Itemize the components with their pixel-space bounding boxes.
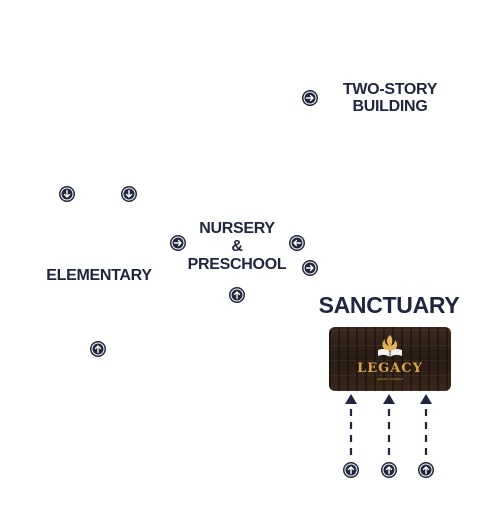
- arrow-right-icon: [302, 90, 318, 106]
- arrow-up-icon: [343, 462, 359, 478]
- arrowhead-up-icon: [383, 394, 395, 404]
- arrow-up-icon: [90, 341, 106, 357]
- path-arrowheads: [345, 394, 432, 404]
- arrow-right-icon: [302, 260, 318, 276]
- arrow-up-icon: [418, 462, 434, 478]
- arrow-down-icon: [121, 186, 137, 202]
- arrow-down-icon: [59, 186, 75, 202]
- book-flame-logo-icon: [378, 335, 402, 357]
- nursery-label-line1: NURSERY: [199, 220, 275, 237]
- arrowhead-up-icon: [420, 394, 432, 404]
- arrow-left-icon: [289, 235, 305, 251]
- nursery-preschool-label: NURSERY & PRESCHOOL: [181, 220, 293, 274]
- legacy-wordmark: LEGACY: [357, 361, 423, 376]
- nursery-label-line3: PRESCHOOL: [187, 256, 287, 273]
- legacy-logo-card: LEGACY LEGACY CHURCH: [329, 327, 451, 391]
- arrow-up-icon: [381, 462, 397, 478]
- arrowhead-up-icon: [345, 394, 357, 404]
- two-story-building-label: TWO-STORY BUILDING: [331, 81, 449, 115]
- sanctuary-label: SANCTUARY: [318, 292, 460, 318]
- nursery-label-line2: &: [231, 238, 243, 255]
- elementary-label: ELEMENTARY: [46, 267, 152, 284]
- arrow-right-icon: [170, 235, 186, 251]
- arrow-up-icon: [229, 287, 245, 303]
- two-story-label-line1: TWO-STORY: [342, 81, 438, 98]
- legacy-tagline: LEGACY CHURCH: [377, 377, 403, 381]
- two-story-label-line2: BUILDING: [352, 98, 428, 115]
- dashed-path-group: [349, 402, 428, 455]
